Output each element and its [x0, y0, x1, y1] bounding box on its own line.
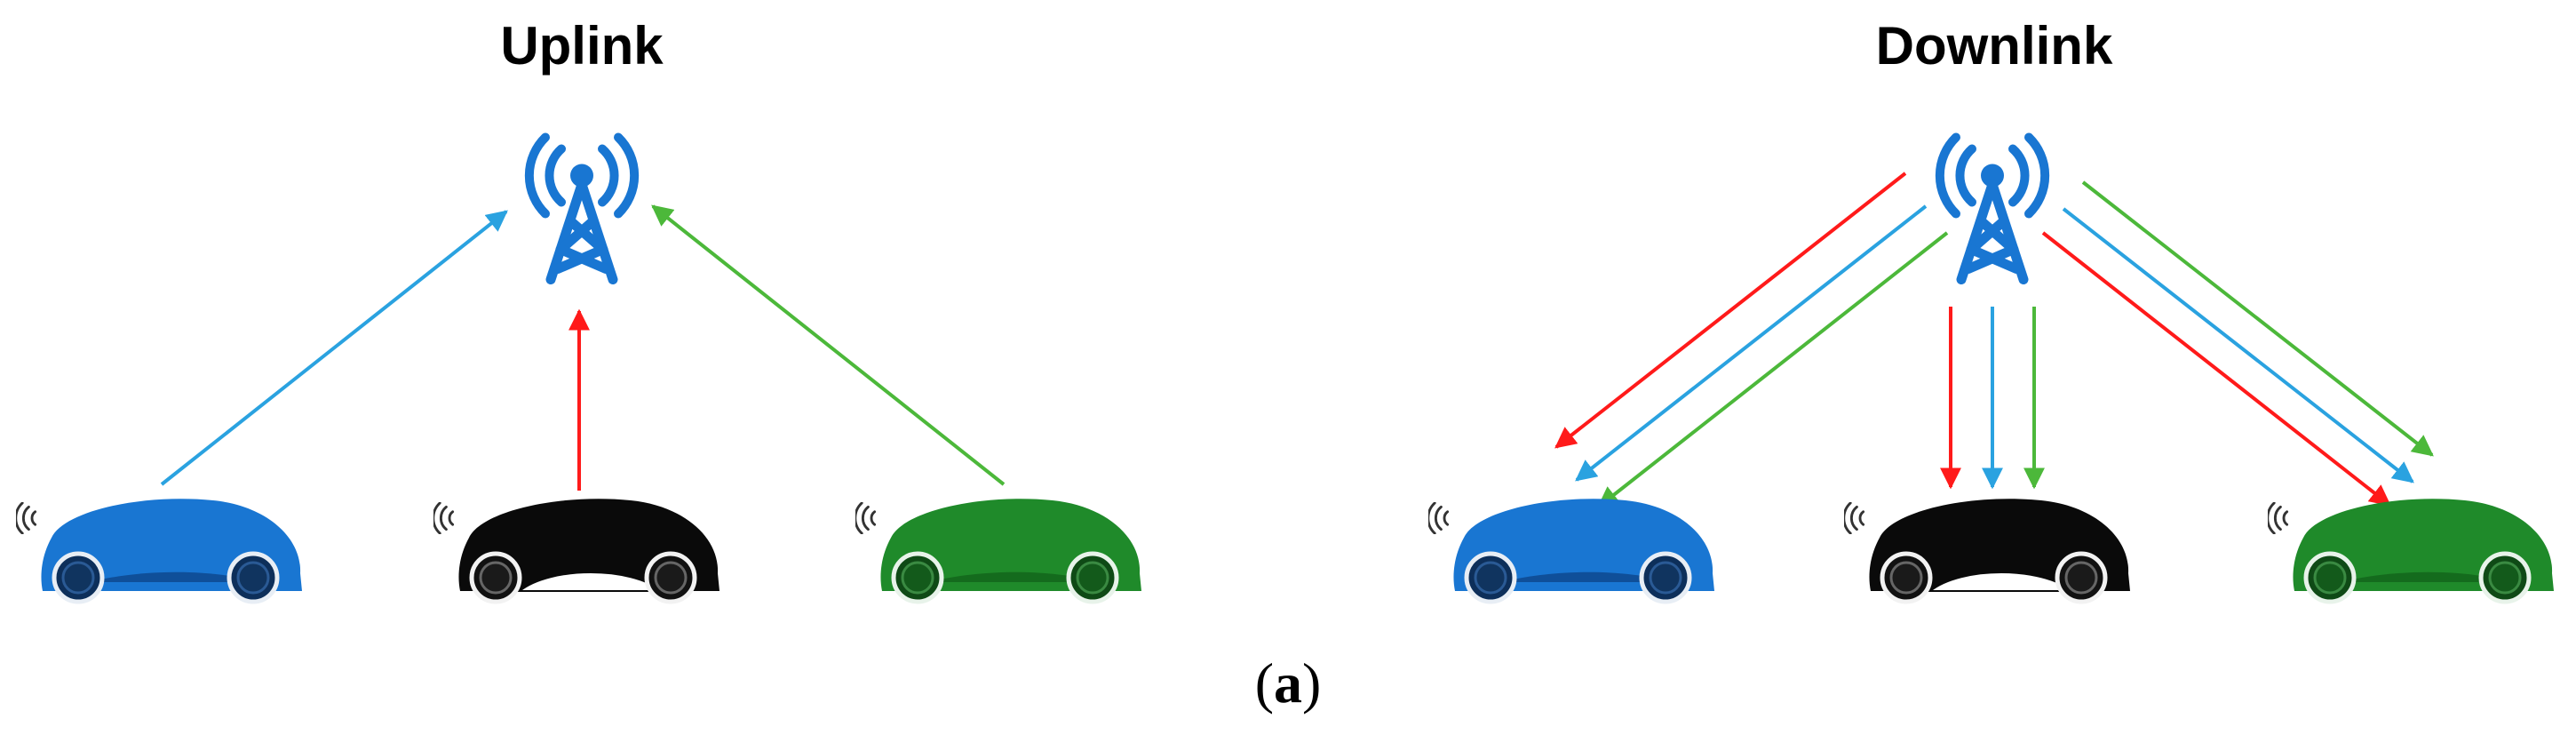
car-black-downlink	[1844, 499, 2130, 604]
wireless-signal-icon	[855, 502, 877, 534]
caption-open: (	[1255, 651, 1274, 715]
cell-tower-icon	[1940, 138, 2045, 280]
downlink-arrow-red-right	[2041, 231, 2391, 507]
downlink-panel	[1428, 138, 2554, 604]
car-blue-uplink	[16, 499, 302, 604]
downlink-arrow-blue-left	[1575, 204, 1928, 482]
downlink-arrow-green-right	[2081, 180, 2434, 457]
uplink-title: Uplink	[500, 16, 664, 76]
caption-close: )	[1302, 651, 1321, 715]
car-green-uplink	[855, 499, 1141, 604]
uplink-panel	[16, 138, 1141, 604]
wireless-signal-icon	[16, 502, 37, 534]
wireless-signal-icon	[1428, 502, 1450, 534]
car-green-downlink	[2268, 499, 2554, 604]
car-black-uplink	[433, 499, 720, 604]
wireless-signal-icon	[2268, 502, 2289, 534]
wireless-signal-icon	[433, 502, 455, 534]
uplink-arrow-blue	[160, 210, 508, 486]
downlink-arrow-green-left	[1597, 231, 1949, 508]
uplink-arrow-green	[651, 204, 1006, 486]
wireless-signal-icon	[1844, 502, 1865, 534]
downlink-arrow-red-left	[1554, 172, 1907, 449]
downlink-title: Downlink	[1876, 16, 2113, 76]
caption-letter: a	[1274, 651, 1302, 715]
figure-caption: (a)	[1255, 651, 1322, 715]
cell-tower-icon	[529, 138, 634, 280]
downlink-arrow-blue-right	[2062, 207, 2414, 483]
car-blue-downlink	[1428, 499, 1714, 604]
